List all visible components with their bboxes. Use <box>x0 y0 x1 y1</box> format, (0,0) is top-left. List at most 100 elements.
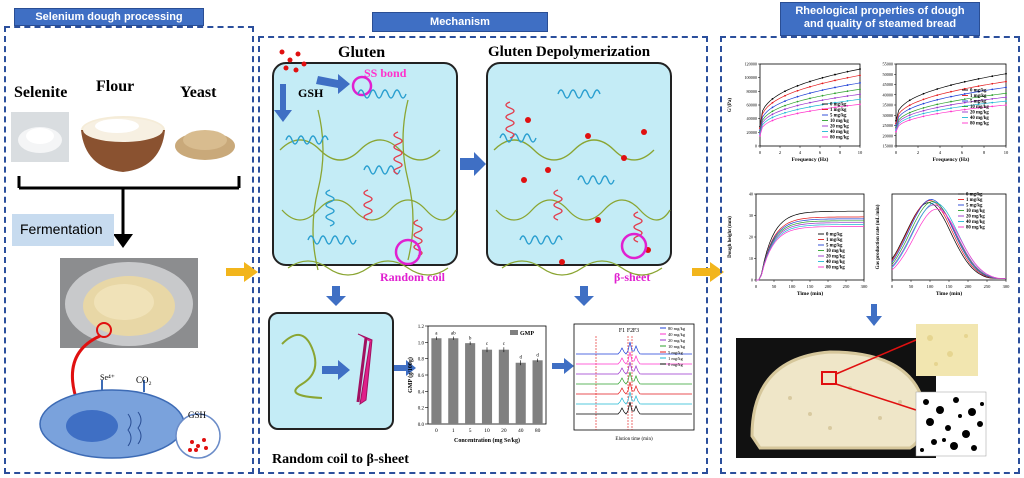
chroma-trace <box>576 341 692 355</box>
g2Chart-legend-label: 5 mg/kg <box>970 100 987 105</box>
dhChart-ytick: 0 <box>751 278 753 283</box>
dhChart-xtick: 0 <box>755 284 758 289</box>
g1Chart-xtick: 10 <box>858 150 863 155</box>
gmp-bar-chart: 0.00.20.40.60.81.01.2a0ab1b5c10c20d40d80… <box>407 325 547 444</box>
gpChart-xtick: 300 <box>1003 284 1011 289</box>
g1Chart-ytick: 120000 <box>744 62 757 67</box>
chroma-trace <box>576 371 692 385</box>
gmp-legend-label: GMP <box>520 331 534 337</box>
gpChart-legend-label: 0 mg/kg <box>966 193 983 198</box>
chroma-legend-label: 0 mg/kg <box>668 362 684 367</box>
g2Chart-ytick: 45000 <box>883 82 893 87</box>
gpChart-legend-label: 10 mg/kg <box>966 209 985 214</box>
chroma-peak-label: F2 <box>627 328 633 334</box>
steamed-bread-image <box>736 324 987 458</box>
chroma-trace <box>576 381 692 395</box>
gpChart-xtick: 0 <box>891 284 894 289</box>
g2Chart-legend-label: 20 mg/kg <box>970 111 989 116</box>
gsh-mech-label: GSH <box>298 86 324 100</box>
gmp-bar <box>431 338 442 424</box>
gmp-ytick: 0.6 <box>418 374 425 379</box>
mechanism-title: Mechanism <box>372 12 548 32</box>
yeast-label: Yeast <box>180 84 217 101</box>
g2Chart-point <box>1005 80 1007 83</box>
dhChart-xtick: 200 <box>825 284 833 289</box>
dhChart-series <box>756 224 864 281</box>
g2Chart-legend-label: 40 mg/kg <box>970 116 989 121</box>
chroma-trace <box>576 401 692 415</box>
gmp-bar <box>532 360 543 424</box>
dhChart-ytick: 20 <box>749 235 753 240</box>
g1Chart-point <box>859 103 861 106</box>
gmp-ylabel: GMP (g/100g) <box>407 357 414 393</box>
gpChart-xtick: 200 <box>965 284 973 289</box>
gmp-letter: d <box>536 354 539 359</box>
chroma-frame <box>573 323 695 431</box>
dhChart-legend-label: 5 mg/kg <box>826 244 843 249</box>
gmp-bar <box>481 349 493 424</box>
flow-arrow-4 <box>692 262 724 282</box>
gmp-ytick: 0.2 <box>418 407 425 412</box>
gmp-xtick: 20 <box>501 428 507 434</box>
gpChart-xtick: 150 <box>946 284 954 289</box>
flour-bowl-image <box>81 116 165 172</box>
coil-to-sheet-illustration <box>281 333 373 406</box>
dhChart-ytick: 10 <box>749 256 753 261</box>
g1Chart-series <box>759 82 861 131</box>
dhChart-series <box>756 216 864 281</box>
chroma-xlabel: Elution time (min) <box>615 437 653 442</box>
g1Chart-xtick: 4 <box>799 150 802 155</box>
gpChart-legend-label: 1 mg/kg <box>966 198 983 203</box>
gpChart-series <box>891 208 1006 279</box>
co2-label: CO₂ <box>136 375 152 385</box>
gpChart-legend-label: 20 mg/kg <box>966 215 985 220</box>
g1Chart-xlabel: Frequency (Hz) <box>792 156 829 163</box>
g1Chart-ytick: 80000 <box>747 89 757 94</box>
g2Chart-legend-label: 1 mg/kg <box>970 94 987 99</box>
g2Chart-series <box>895 92 1007 128</box>
gpChart-xtick: 100 <box>927 284 935 289</box>
gmp-bar <box>498 349 509 424</box>
gpChart-xtick: 250 <box>984 284 992 289</box>
gmp-legend-swatch <box>510 330 518 335</box>
dhChart-ytick: 40 <box>749 192 753 197</box>
gpChart-ylabel: Gas production rate (mL/min) <box>876 204 881 269</box>
g2Chart-ytick: 40000 <box>883 92 893 97</box>
g1Chart-xtick: 8 <box>839 150 842 155</box>
g1Chart-ytick: 20000 <box>747 130 757 135</box>
dhChart-xtick: 300 <box>861 284 869 289</box>
dhChart-legend-label: 0 mg/kg <box>826 233 843 238</box>
gmp-xtick: 5 <box>469 428 472 434</box>
g2Chart-xtick: 0 <box>895 150 898 155</box>
dhChart-series <box>756 210 864 281</box>
dough-and-cell-illustration <box>39 258 221 459</box>
g1Chart-legend-label: 1 mg/kg <box>830 108 847 113</box>
gmp-bar <box>465 343 476 424</box>
gsh-cell-label: GSH <box>188 410 207 420</box>
chroma-legend-label: 20 mg/kg <box>668 338 686 343</box>
dhChart-ytick: 30 <box>749 213 753 218</box>
g2Chart-series <box>895 100 1007 131</box>
g2Chart-point <box>1005 92 1007 95</box>
g2Chart-xlabel: Frequency (Hz) <box>933 156 970 163</box>
gmp-letter: b <box>469 337 472 342</box>
gmp-xtick: 80 <box>535 428 541 434</box>
yeast-image <box>175 130 235 160</box>
g1Chart-legend-label: 0 mg/kg <box>830 103 847 108</box>
gmp-xtick: 40 <box>518 428 524 434</box>
dhChart-xtick: 50 <box>772 284 777 289</box>
chroma-peak-label: F1 <box>619 328 625 334</box>
gpChart-series <box>891 202 1006 279</box>
gmp-ytick: 0.8 <box>418 358 425 363</box>
g2Chart-ytick: 30000 <box>883 113 893 118</box>
dhChart-legend-label: 10 mg/kg <box>826 249 845 254</box>
se-ion-label: Se⁴⁺ <box>100 373 116 382</box>
dhChart-legend-label: 40 mg/kg <box>826 260 845 265</box>
g2Chart-ytick: 35000 <box>883 103 893 108</box>
dhChart-legend-label: 80 mg/kg <box>826 266 845 271</box>
chroma-trace <box>576 391 692 405</box>
depolymerization-label: Gluten Depolymerization <box>488 44 651 60</box>
gmp-bar <box>448 338 459 424</box>
g1Chart-ytick: 60000 <box>747 103 757 108</box>
